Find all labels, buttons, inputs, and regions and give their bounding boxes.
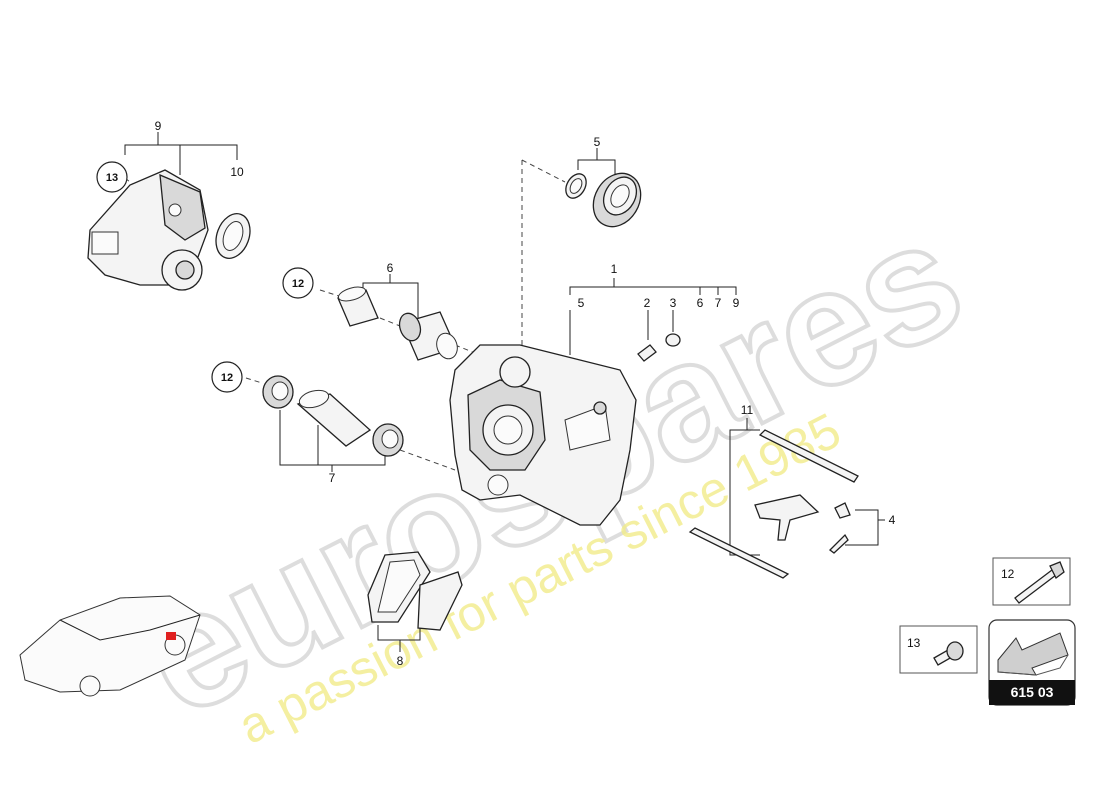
- callout-4: 4: [889, 513, 896, 527]
- circled-callout-12-b: 12: [221, 372, 233, 384]
- legend-13-label: 13: [907, 636, 921, 650]
- car-highlight-marker: [166, 632, 176, 640]
- callout-10: 10: [230, 165, 244, 179]
- circled-callout-12-a: 12: [292, 278, 304, 290]
- part-1-caliper-housing: [449, 344, 637, 526]
- part-4-clip: [754, 494, 851, 554]
- part-3-cap: [665, 333, 681, 347]
- circled-callout-13: 13: [106, 172, 118, 184]
- legend-box-12: 12: [992, 557, 1071, 606]
- legend-12-label: 12: [1001, 567, 1015, 581]
- callout-9: 9: [155, 119, 162, 133]
- legend-box-13: 13: [899, 625, 978, 674]
- part-9-motor: [87, 169, 209, 291]
- part-10-seal-ring: [215, 213, 251, 259]
- part-7-piston: [262, 375, 404, 457]
- callout-3: 3: [670, 296, 677, 310]
- section-badge: 615 03: [988, 619, 1076, 706]
- callout-2: 2: [644, 296, 651, 310]
- callout-9-sub: 9: [733, 296, 740, 310]
- callout-11: 11: [741, 403, 754, 417]
- callout-7: 7: [329, 471, 336, 485]
- leader-lines: [124, 132, 885, 652]
- callout-8: 8: [397, 654, 404, 668]
- callout-1: 1: [611, 262, 618, 276]
- callouts: 9 10 5 6 7 1 5 2 3 6 7 9 11 4 8: [155, 119, 896, 668]
- car-thumbnail: [19, 595, 201, 697]
- callout-5-sub: 5: [578, 296, 585, 310]
- callout-5-top: 5: [594, 135, 601, 149]
- part-2-bleeder: [637, 344, 657, 362]
- callout-6-sub: 6: [697, 296, 704, 310]
- part-5-seals: [565, 172, 642, 228]
- callout-7-sub: 7: [715, 296, 722, 310]
- part-8-brake-pads: [367, 551, 463, 631]
- part-6-guides: [337, 286, 458, 361]
- callout-6: 6: [387, 261, 394, 275]
- section-code: 615 03: [1011, 684, 1054, 700]
- circled-callouts: 13 12 12: [96, 161, 314, 393]
- part-11-pins: [688, 429, 859, 579]
